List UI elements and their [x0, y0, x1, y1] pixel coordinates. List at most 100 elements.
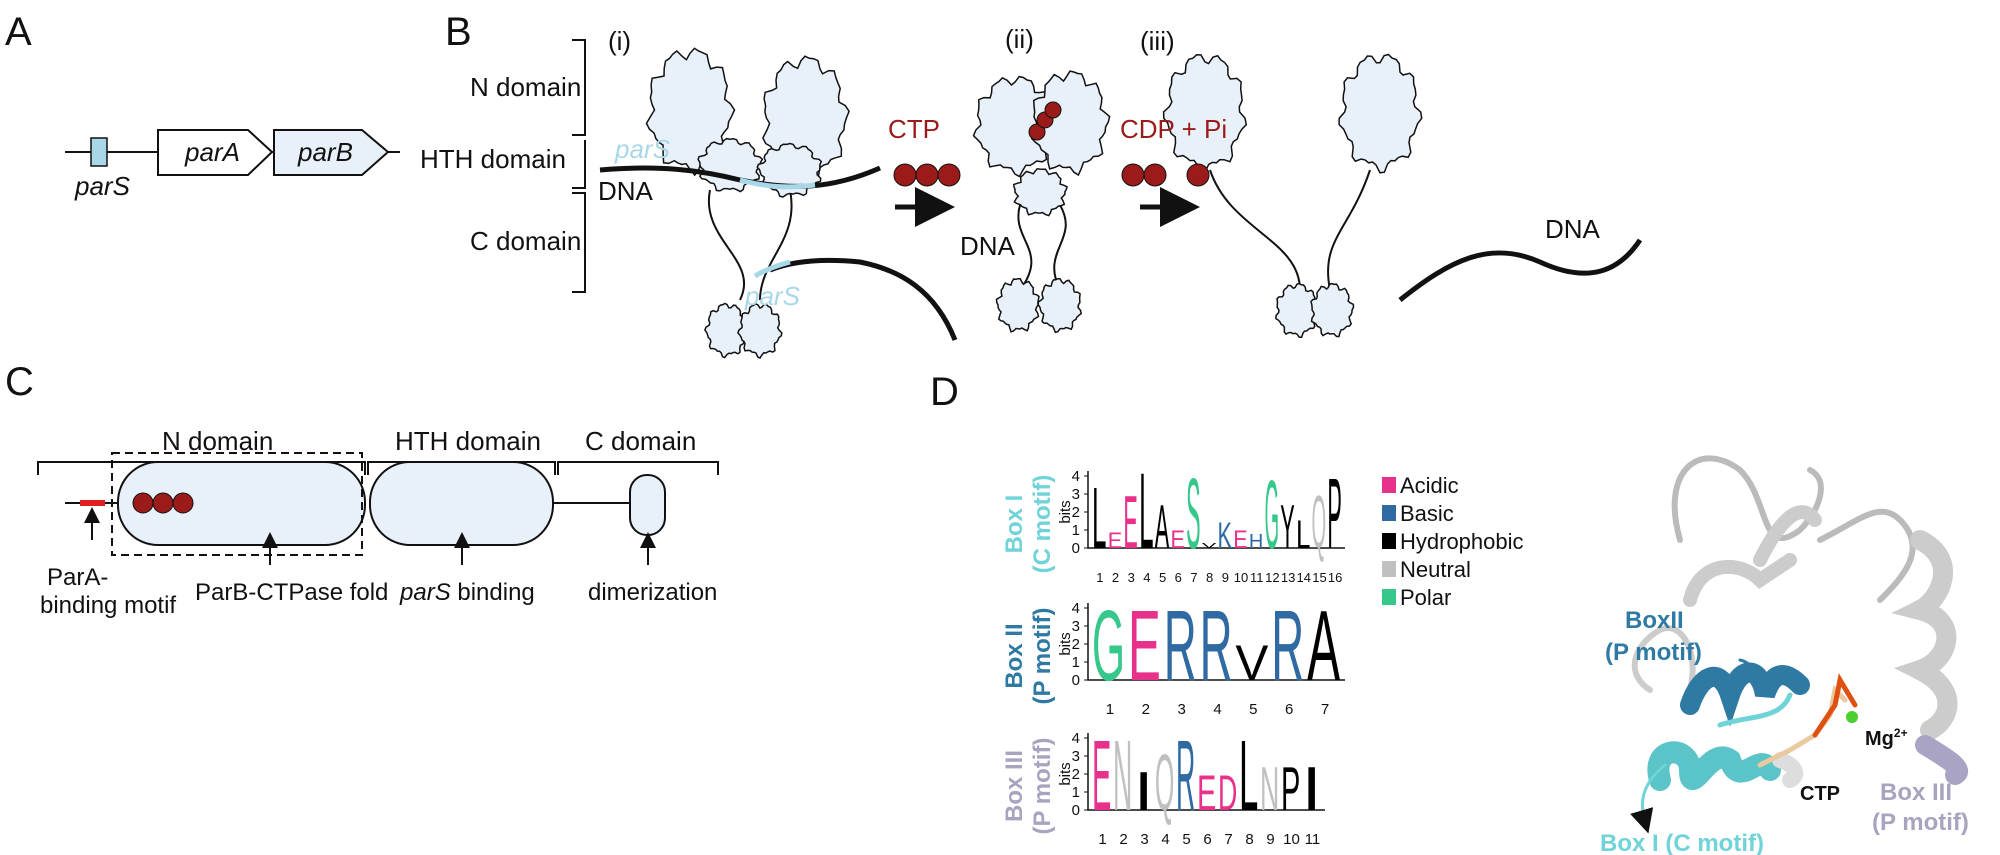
n-domain-label: N domain [470, 72, 581, 102]
dna-label-ii: DNA [960, 231, 1016, 261]
panel-a: A parS parA parB [5, 10, 400, 201]
ctpase-fold-box [111, 452, 363, 556]
panel-label-d: D [930, 370, 959, 414]
logo-letter: R [1164, 591, 1197, 702]
pars-segment-i [739, 177, 816, 190]
x-tick: 5 [1182, 831, 1190, 848]
dna-strand-iii [1398, 238, 1643, 302]
parB-gene [273, 129, 390, 176]
legend-swatch-acidic [1382, 477, 1396, 493]
linker [1017, 204, 1033, 291]
para-motif-label-1: ParA- [47, 564, 108, 591]
legend-swatch-neutral [1382, 561, 1396, 577]
logo-letter: D [1218, 766, 1237, 821]
x-tick: 2 [1119, 831, 1127, 848]
c-hth-domain-label: HTH domain [395, 426, 541, 456]
x-tick: 15 [1312, 570, 1326, 585]
c-domain [995, 278, 1040, 333]
parA-gene [157, 129, 274, 176]
legend-swatch-hydrophobic [1382, 533, 1396, 549]
x-tick: 11 [1250, 570, 1264, 585]
c-domain-label: C domain [470, 226, 581, 256]
legend-label: Hydrophobic [1400, 529, 1524, 554]
logo-letter: I [1134, 761, 1153, 822]
y-tick: 4 [1072, 468, 1080, 485]
logo-letter: H [1249, 531, 1263, 553]
y-tick: 1 [1072, 654, 1080, 671]
x-tick: 1 [1106, 701, 1114, 718]
logo-letter: R [1200, 591, 1233, 702]
legend-label: Neutral [1400, 557, 1471, 582]
logo-letter: E [1197, 765, 1216, 821]
logo-letter: P [1281, 755, 1300, 824]
logo-letter: N [1260, 754, 1279, 824]
c-domain [737, 302, 783, 359]
pars-binding-label: parS binding [399, 579, 535, 606]
x-tick: 9 [1222, 570, 1229, 585]
y-tick: 4 [1072, 600, 1080, 617]
y-tick: 4 [1072, 730, 1080, 747]
logo-letter: L [1296, 512, 1310, 557]
pars-label-ii: parS [744, 281, 801, 311]
x-tick: 7 [1321, 701, 1329, 718]
logo-letter: E [1128, 590, 1161, 702]
n-domain-pill [117, 461, 366, 546]
x-tick: 8 [1206, 570, 1213, 585]
state-iii-label: (iii) [1140, 26, 1175, 56]
cdp-pi-molecules [1121, 163, 1210, 187]
ctp-in-n-domain [132, 492, 194, 514]
x-tick: 3 [1128, 570, 1135, 585]
parb-dimer-shapes [645, 47, 1423, 359]
x-tick: 4 [1213, 701, 1221, 718]
linker [1209, 169, 1301, 291]
panel-label-a: A [5, 10, 32, 54]
dna-strand-ii [769, 257, 958, 341]
n-domain-lobe [1162, 54, 1248, 174]
legend-label: Acidic [1400, 473, 1459, 498]
dna-label-iii: DNA [1545, 214, 1601, 244]
logo-letter: E [1170, 526, 1184, 554]
logo-title: Box II [1001, 623, 1028, 688]
y-tick: 3 [1072, 486, 1080, 503]
dimerization-label: dimerization [588, 579, 717, 606]
x-tick: 6 [1175, 570, 1182, 585]
x-tick: 5 [1159, 570, 1166, 585]
y-tick: 2 [1072, 504, 1080, 521]
box3-structure-label-1: Box III [1880, 779, 1952, 806]
cdp-pi-label: CDP + Pi [1120, 114, 1227, 144]
logo-letter: I [1302, 754, 1321, 824]
logo-letter: Q [1312, 481, 1326, 565]
linker [1053, 204, 1067, 291]
x-tick: 4 [1143, 570, 1150, 585]
x-tick: 9 [1266, 831, 1274, 848]
logo-letter: R [1271, 591, 1304, 702]
dna-label: DNA [598, 176, 654, 206]
box2-structure-label-1: BoxII [1625, 607, 1684, 634]
legend-swatch-polar [1382, 589, 1396, 605]
state-ii-label: (ii) [1005, 24, 1034, 54]
logo-letter: L [1239, 719, 1258, 831]
logo-letter: G [1265, 459, 1279, 569]
logo-letter: A [1307, 590, 1340, 702]
box1-structure-label: Box I (C motif) [1600, 830, 1764, 855]
pars-segment-ii [753, 259, 791, 279]
parB-label: parB [297, 137, 353, 167]
logo-letter: E [1092, 719, 1111, 832]
n-domain-lobe [1030, 70, 1111, 177]
c-domain-oval [629, 474, 666, 536]
x-tick: 7 [1224, 831, 1232, 848]
y-tick: 1 [1072, 784, 1080, 801]
domain-bracket [572, 39, 586, 293]
state-i-label: (i) [608, 26, 631, 56]
logo-letter: Y [1280, 492, 1294, 561]
x-tick: 14 [1297, 570, 1311, 585]
x-tick: 2 [1112, 570, 1119, 585]
logo-letter: E [1233, 526, 1247, 554]
box3-structure-label-2: (P motif) [1872, 809, 1969, 836]
x-tick: 16 [1328, 570, 1342, 585]
x-tick: 8 [1245, 831, 1253, 848]
x-tick: 1 [1098, 831, 1106, 848]
